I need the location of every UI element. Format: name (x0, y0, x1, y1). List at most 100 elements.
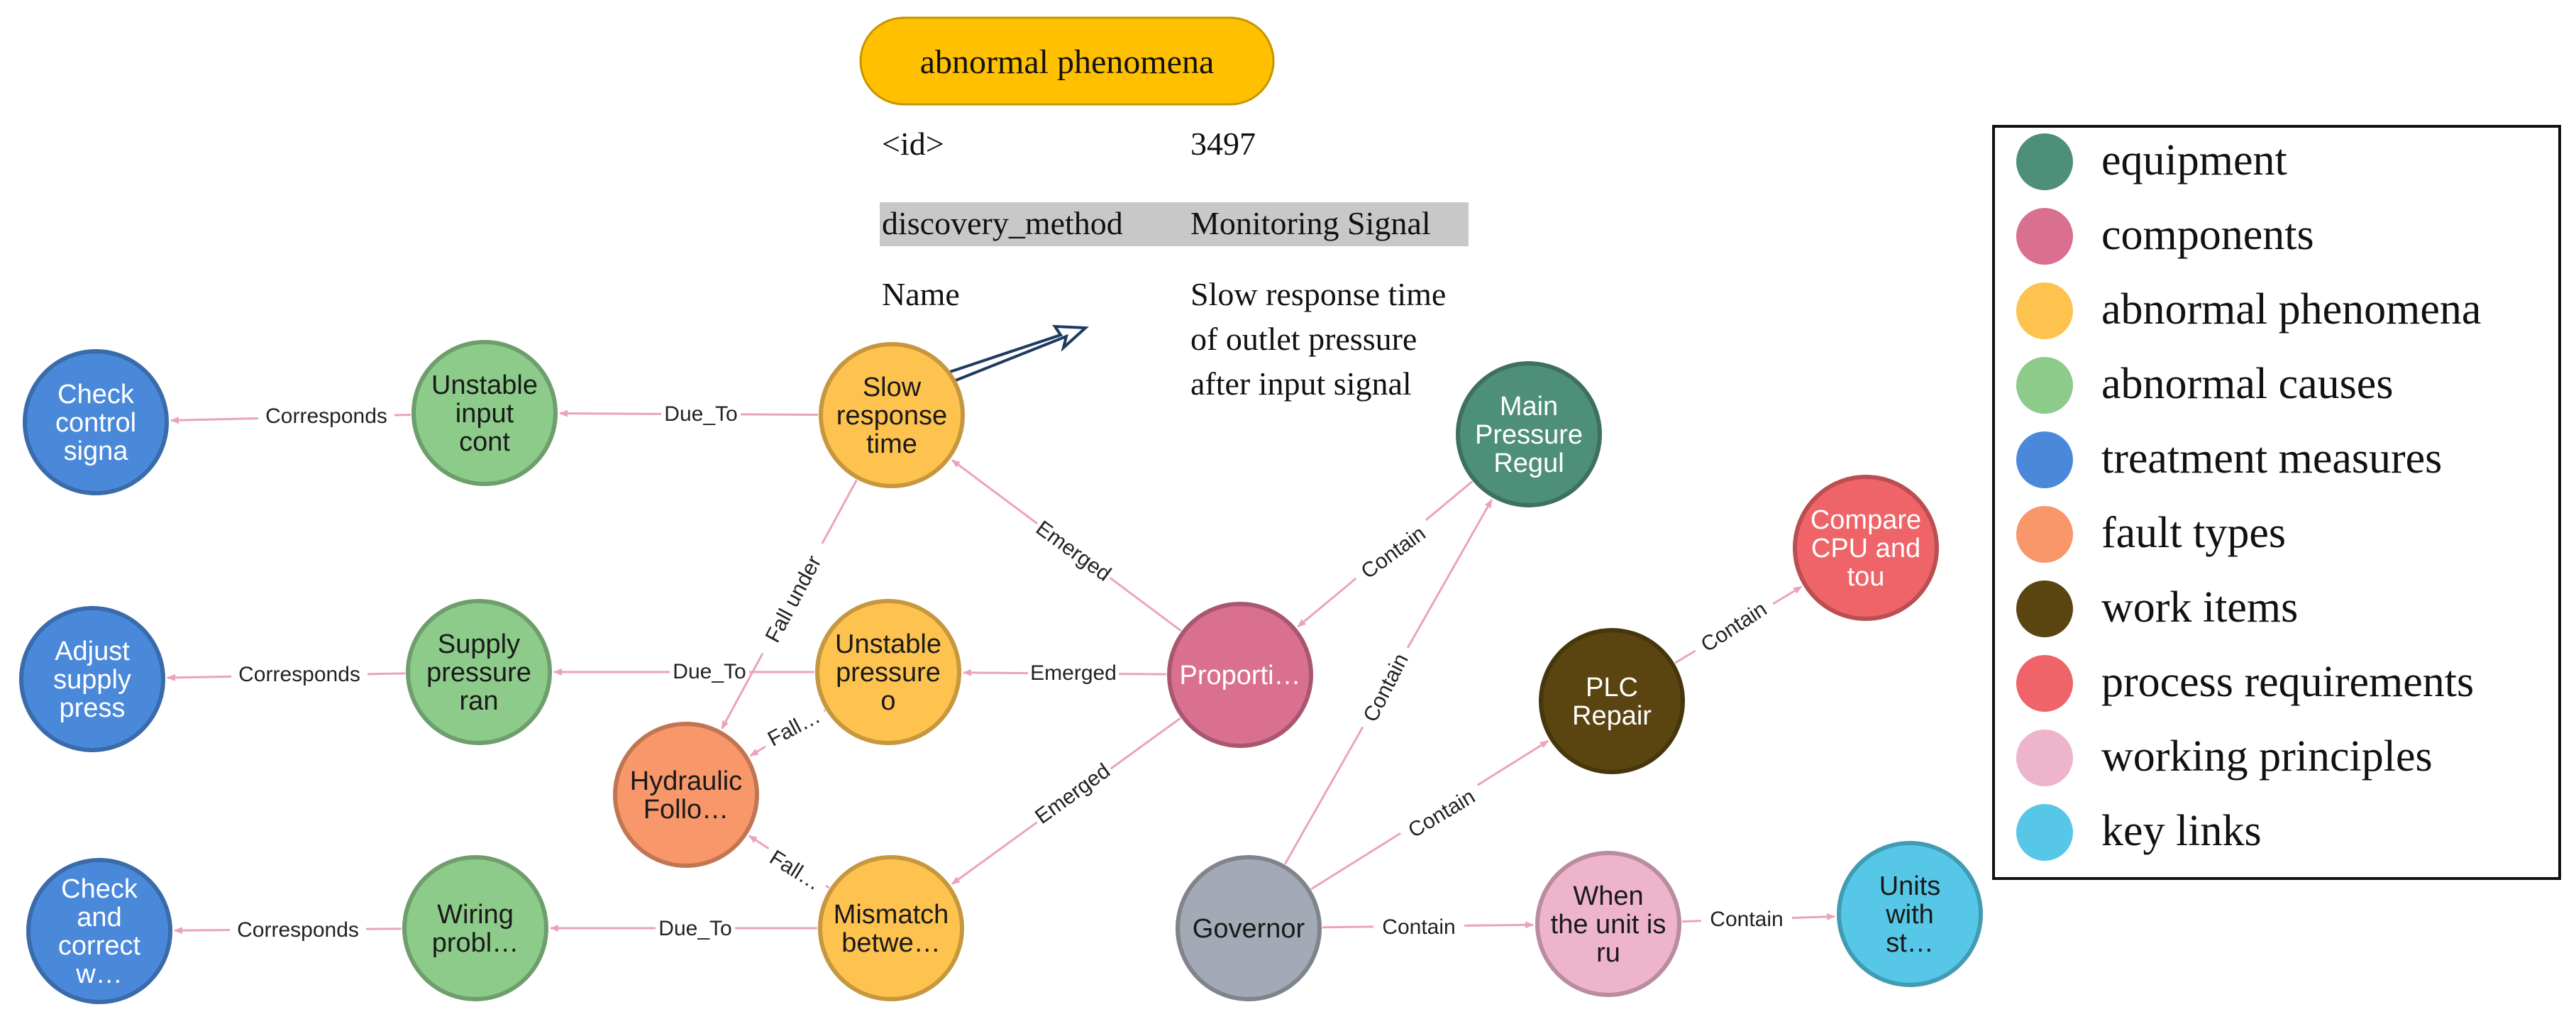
property-key: Name (882, 276, 960, 312)
legend-label: process requirements (2101, 658, 2474, 706)
node-label: Pressure (1475, 420, 1583, 450)
node-circle (613, 722, 759, 868)
legend-item: abnormal causes (2016, 357, 2393, 414)
edge-label: Due_To (673, 660, 746, 683)
property-row: <id> 3497 (882, 126, 1256, 162)
node-circle (406, 599, 552, 745)
edge-n16-n17[interactable]: Contain (1681, 906, 1836, 935)
node-n11[interactable]: Mismatchbetwe… (818, 855, 964, 1001)
node-label: control (55, 408, 136, 438)
edge-label: Contain (1382, 915, 1455, 939)
edge-n11-n10[interactable]: Due_To (550, 915, 817, 944)
edge-n15-n14[interactable]: Contain (1310, 739, 1549, 891)
node-n7[interactable]: HydraulicFollo… (613, 722, 759, 868)
node-label: Supply (438, 629, 520, 659)
legend-label: treatment measures (2101, 434, 2442, 483)
legend-item: key links (2016, 804, 2262, 861)
node-n17[interactable]: Unitswithst… (1837, 841, 1983, 987)
legend-label: work items (2101, 583, 2298, 632)
edge-n2-n1[interactable]: Corresponds (170, 403, 411, 431)
edge-n14-n13[interactable]: Contain (1674, 585, 1803, 665)
legend-swatch (2016, 357, 2073, 414)
node-label: Compare (1811, 505, 1921, 535)
node-label: press (60, 693, 126, 723)
node-label: o (880, 686, 895, 716)
legend-swatch (2016, 282, 2073, 339)
node-label: Unstable (431, 370, 538, 400)
legend-item: fault types (2016, 506, 2286, 563)
edge-label-bg (656, 915, 735, 944)
node-n9[interactable]: Checkandcorrectw… (26, 858, 172, 1004)
node-circle (1456, 361, 1602, 507)
node-label: supply (53, 665, 131, 695)
edge-label: Due_To (658, 917, 731, 940)
edge-label-bg (1028, 756, 1119, 833)
property-key: <id> (882, 126, 944, 162)
legend-label: components (2101, 211, 2314, 259)
node-circle (26, 858, 172, 1004)
legend-item: treatment measures (2016, 431, 2442, 488)
legend-item: work items (2016, 580, 2298, 637)
node-label: Follo… (643, 795, 729, 825)
node-circle (402, 855, 548, 1001)
edge-n11-n7[interactable]: Fall… (748, 835, 831, 902)
legend-swatch (2016, 133, 2073, 190)
edge-label-bg (661, 401, 741, 429)
property-value: 3497 (1190, 126, 1256, 162)
legend-label: working principles (2101, 732, 2433, 781)
property-row: discovery_method Monitoring Signal (880, 202, 1469, 246)
edge-n15-n16[interactable]: Contain (1322, 914, 1535, 942)
edge-label: Emerged (1030, 661, 1117, 685)
node-label: betwe… (841, 928, 940, 958)
edge-n6-n5[interactable]: Due_To (553, 659, 814, 687)
edge-n8-n11[interactable]: Emerged (951, 717, 1181, 885)
edge-label: Contain (1710, 908, 1783, 931)
edge-label-bg (758, 700, 831, 758)
edge-n10-n9[interactable]: Corresponds (173, 917, 402, 945)
node-label: Wiring (437, 900, 514, 930)
node-circle (1837, 841, 1983, 987)
edge-label-bg (753, 537, 836, 662)
selected-node-header[interactable]: abnormal phenomena (859, 16, 1275, 106)
legend-swatch (2016, 730, 2073, 786)
node-label: the unit is (1551, 910, 1666, 940)
edge-n8-n3[interactable]: Emerged (951, 459, 1182, 632)
row-highlight (880, 202, 1469, 246)
edge-n6-n7[interactable]: Fall… (749, 700, 831, 758)
property-value: Monitoring Signal (1190, 205, 1431, 241)
legend-swatch (2016, 208, 2073, 265)
edge-label: Corresponds (238, 663, 360, 686)
edge-n3-n2[interactable]: Due_To (558, 401, 819, 429)
edge-n12-n8[interactable]: Contain (1297, 480, 1474, 628)
property-key: discovery_method (882, 205, 1123, 241)
node-n8[interactable]: Proporti… (1167, 602, 1313, 748)
legend-label: equipment (2101, 136, 2287, 185)
edge-label-bg (231, 661, 367, 690)
node-label: ran (460, 686, 499, 716)
node-n15[interactable]: Governor (1176, 855, 1322, 1001)
node-label: Main (1500, 392, 1558, 422)
node-n10[interactable]: Wiringprobl… (402, 855, 548, 1001)
legend-swatch (2016, 506, 2073, 563)
node-label: response (836, 401, 947, 431)
legend-label: key links (2101, 807, 2262, 855)
node-circle (411, 340, 558, 486)
node-circle (19, 606, 165, 752)
edge-n5-n4[interactable]: Corresponds (166, 661, 406, 690)
property-value: Slow response time (1190, 276, 1446, 312)
edge-n8-n6[interactable]: Emerged (962, 660, 1167, 688)
node-label: ru (1596, 938, 1620, 968)
